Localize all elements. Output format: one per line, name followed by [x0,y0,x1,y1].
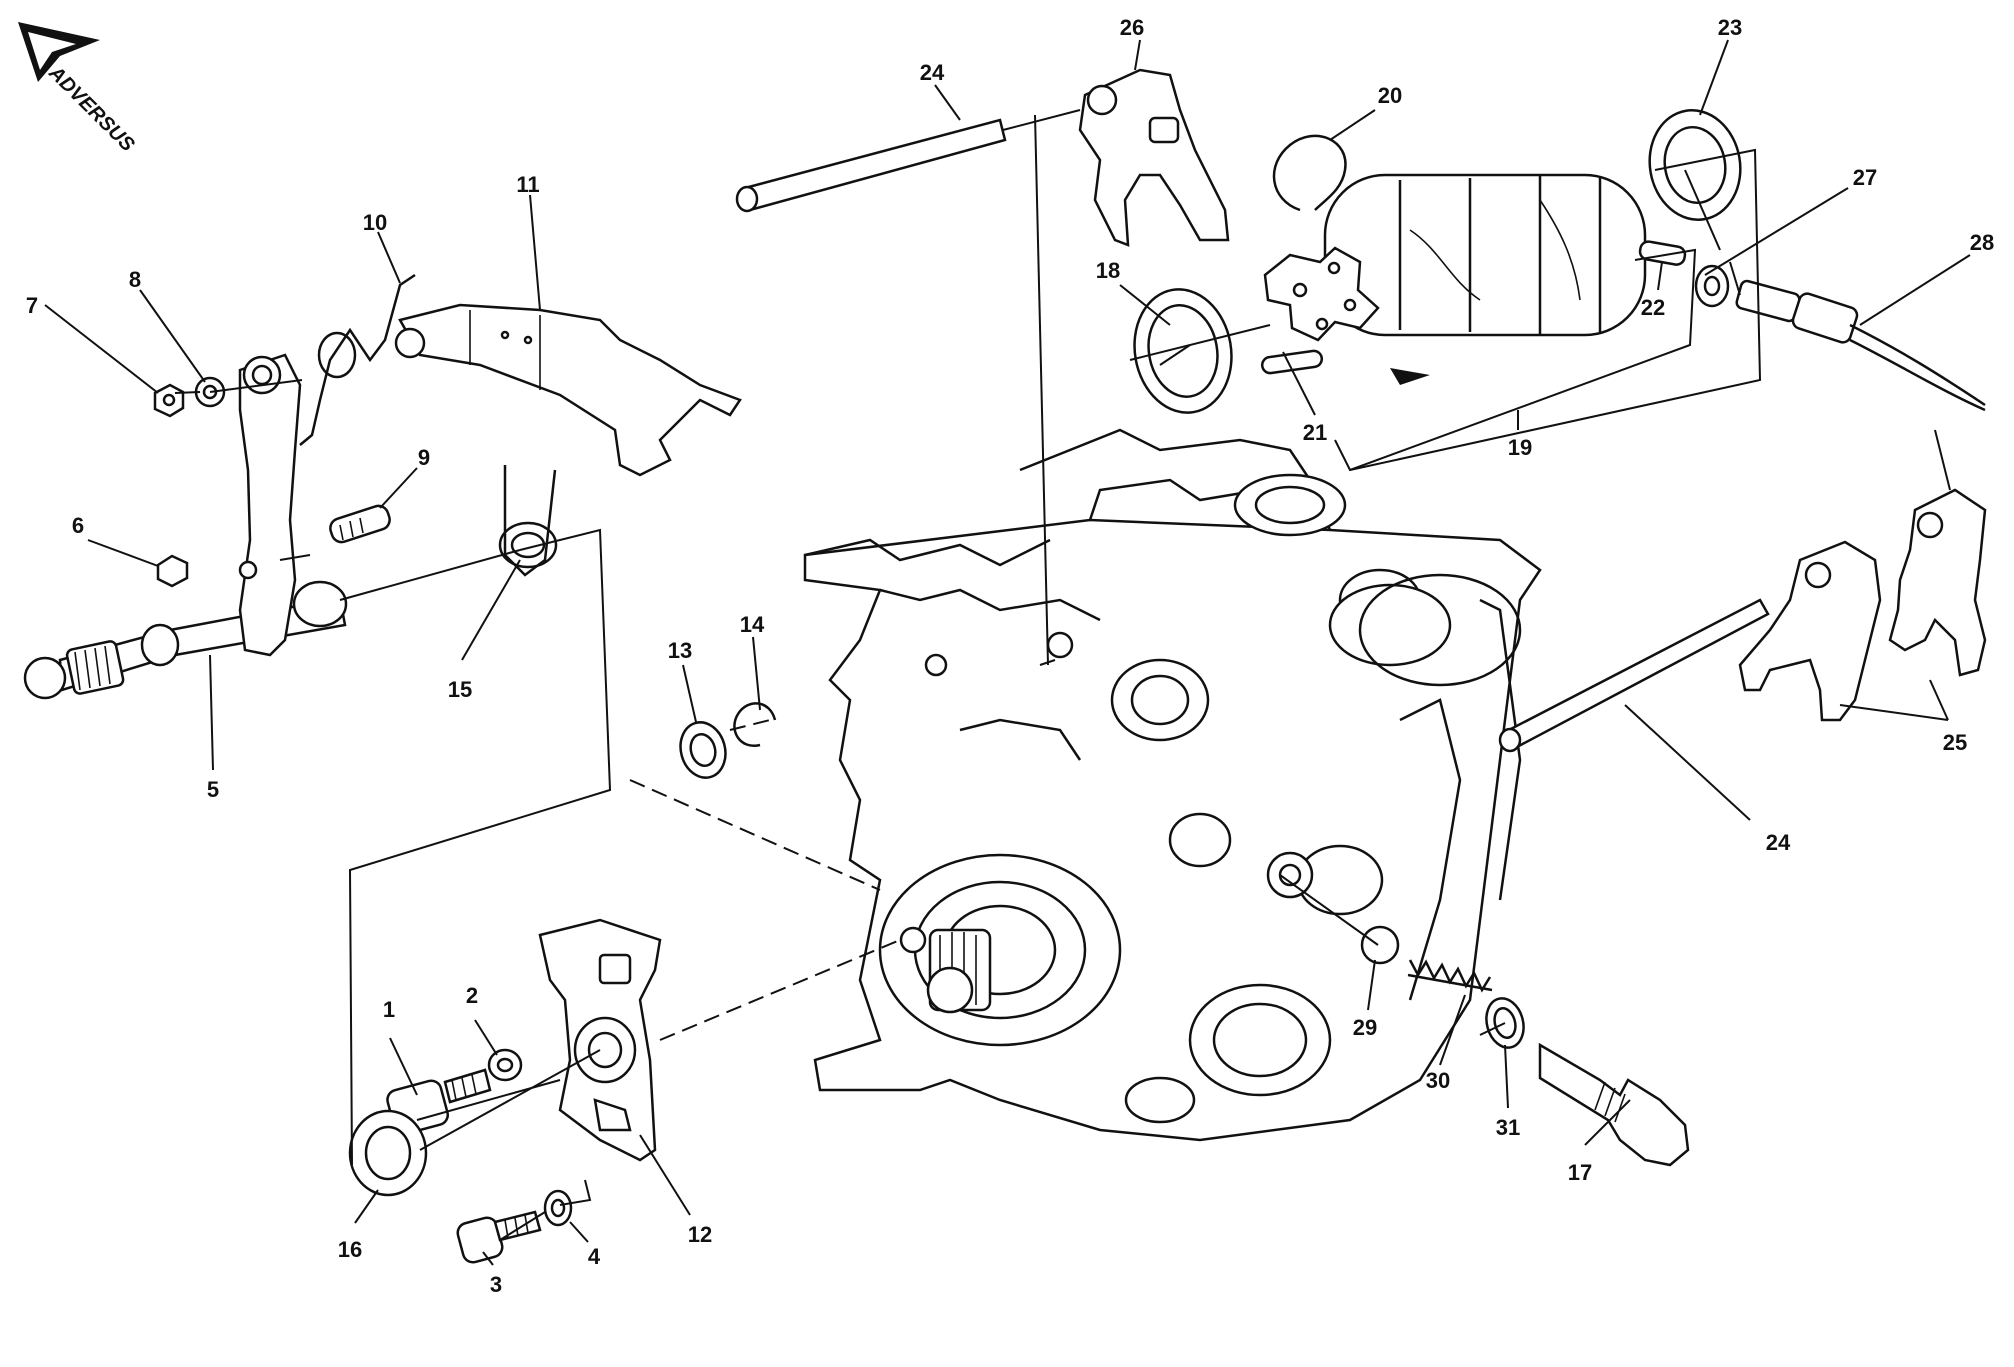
circlip-20 [1272,134,1347,212]
washer-27 [1694,264,1730,308]
callout-29: 29 [1353,1015,1377,1040]
pin-22 [1638,240,1687,266]
callout-6: 6 [72,513,84,538]
callout-9: 9 [418,445,430,470]
callout-2: 2 [466,983,478,1008]
bolt-3 [456,1210,542,1264]
callout-26: 26 [1120,15,1144,40]
circlip-14 [733,702,777,748]
callout-20: 20 [1378,83,1402,108]
washer-2 [487,1048,523,1082]
oil-seal-16 [348,1109,428,1197]
callout-24-right: 24 [1766,830,1791,855]
spring-15 [498,465,558,577]
pawl-arm-11 [394,303,742,477]
callout-7: 7 [26,293,38,318]
ball-29 [1360,925,1400,965]
selector-drum [1263,173,1647,385]
callout-18: 18 [1096,258,1120,283]
callout-14: 14 [740,612,765,637]
callout-8: 8 [129,267,141,292]
spring-10 [299,273,416,446]
callout-30: 30 [1426,1068,1450,1093]
leader-lines [44,39,1971,1266]
callout-23: 23 [1718,15,1742,40]
neutral-switch-28 [1735,279,1986,412]
callout-4: 4 [588,1244,601,1269]
callout-21: 21 [1303,420,1327,445]
callout-3: 3 [490,1272,502,1297]
callout-11: 11 [516,172,539,197]
fork-rod-24-right [1498,598,1770,753]
fork-rod-24-top [735,118,1007,213]
callout-22: 22 [1641,295,1665,320]
nut-7 [153,383,185,418]
adversus-logo: ADVERSUS [18,22,139,157]
callout-28: 28 [1970,230,1994,255]
logo-text: ADVERSUS [44,61,139,156]
callout-31: 31 [1496,1115,1520,1140]
spring-30 [1407,959,1493,993]
callout-17: 17 [1568,1160,1592,1185]
callout-24-top: 24 [920,60,945,85]
callout-19: 19 [1508,435,1532,460]
shift-fork-26 [1078,68,1230,247]
pin-9 [329,504,391,544]
bearing-23 [1648,109,1742,221]
callout-15: 15 [448,677,472,702]
callout-10: 10 [363,210,387,235]
plate-12 [538,918,662,1162]
callout-labels: 1 2 3 4 5 6 7 8 9 10 11 12 13 14 15 16 1… [26,15,1994,1297]
washer-13 [679,721,727,779]
callout-25: 25 [1943,730,1967,755]
assembly-lines [174,109,1951,1241]
washer-4 [543,1189,573,1227]
callout-5: 5 [207,777,219,802]
plug-17 [1538,1042,1690,1167]
callout-1: 1 [383,997,395,1022]
nut-6 [156,554,189,588]
callout-27: 27 [1853,165,1877,190]
callout-13: 13 [668,638,692,663]
callout-16: 16 [338,1237,362,1262]
shift-forks-25 [1738,488,1987,722]
callout-12: 12 [688,1222,712,1247]
crankcase [803,428,1542,1142]
